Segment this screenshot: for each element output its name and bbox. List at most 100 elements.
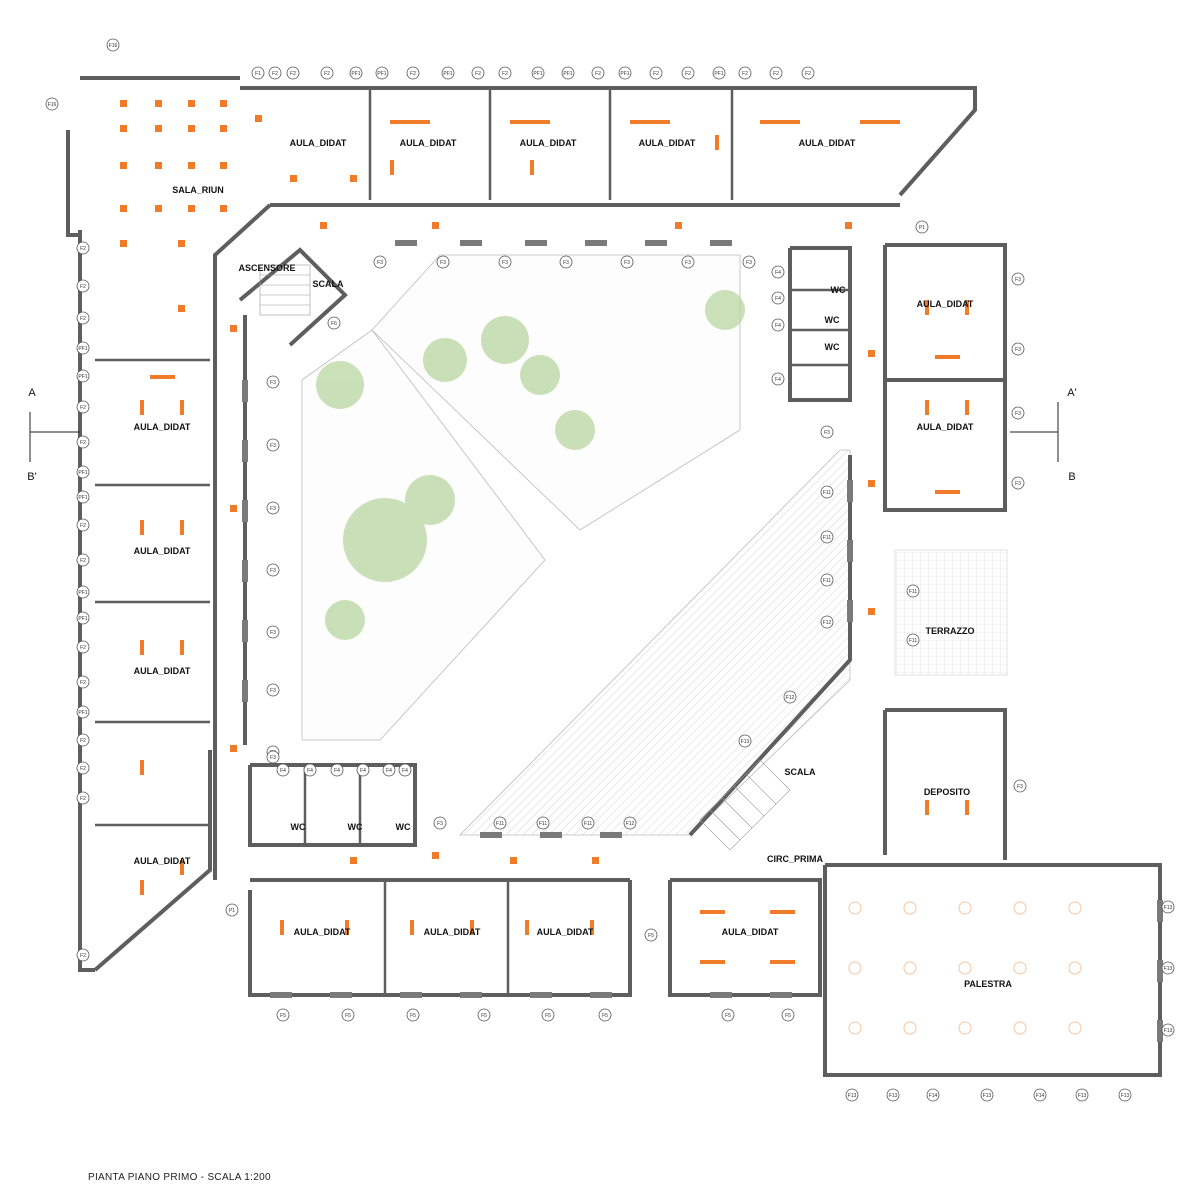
terrazzo-floor [894,549,1008,676]
room-scala-top: SCALA [313,279,344,289]
svg-text:F3: F3 [1015,411,1021,417]
svg-text:F3: F3 [270,688,276,694]
svg-text:F4: F4 [334,768,340,774]
svg-text:F3: F3 [440,260,446,266]
svg-text:F5: F5 [648,933,654,939]
room-aula-top-4: AULA_DIDAT [639,138,696,148]
svg-text:F3: F3 [270,755,276,761]
window-tag-f16-top: F16 [106,38,120,52]
svg-text:F12: F12 [626,821,635,827]
svg-text:PF1: PF1 [78,470,87,476]
svg-text:F11: F11 [539,821,547,827]
wall-details [95,88,850,995]
svg-text:F13: F13 [1164,966,1173,972]
window-tag-top-6: PF1 [375,66,389,80]
svg-text:F2: F2 [685,71,691,77]
window-tag-top-18: F2 [738,66,752,80]
svg-text:F4: F4 [775,323,781,329]
window-tag-left-17: F2 [76,733,90,747]
window-tag-top-20: F2 [801,66,815,80]
window-tag-p1-bottom: P1 [225,903,239,917]
svg-text:PF1: PF1 [533,71,542,77]
svg-text:F11: F11 [909,638,917,644]
room-aula-left-3: AULA_DIDAT [134,666,191,676]
svg-text:F14: F14 [1036,1093,1045,1099]
window-tag-f6: F6 [327,316,341,330]
window-tag-f11-terr-2: F11 [906,633,920,647]
window-tag-corridor-top-6: F3 [681,255,695,269]
svg-text:F2: F2 [805,71,811,77]
room-aula-left-1: AULA_DIDAT [134,422,191,432]
svg-text:F3: F3 [270,568,276,574]
svg-text:F3: F3 [1015,277,1021,283]
svg-text:F11: F11 [823,535,831,541]
window-tag-left-9: PF1 [76,490,90,504]
window-tag-top-17: PF1 [712,66,726,80]
svg-text:F2: F2 [272,71,278,77]
window-tag-bottom-court-2: F11 [493,816,507,830]
window-tag-left-2: F2 [76,279,90,293]
window-tag-inner-left-2: F3 [266,438,280,452]
section-a-prime: A' [1067,387,1076,399]
svg-text:F11: F11 [584,821,592,827]
room-scala-bottom: SCALA [785,767,816,777]
svg-text:F6: F6 [331,321,337,327]
window-tag-palestra-bottom-5: F14 [1033,1088,1047,1102]
svg-text:F13: F13 [1121,1093,1130,1099]
svg-text:F4: F4 [307,768,313,774]
window-tag-inner-right-3: F11 [820,530,834,544]
window-tag-palestra-bottom-1: F13 [845,1088,859,1102]
window-tag-left-20: F2 [76,948,90,962]
room-deposito: DEPOSITO [924,787,970,797]
window-tag-f13-stair: F13 [738,734,752,748]
svg-text:F5: F5 [345,1013,351,1019]
svg-text:F12: F12 [823,620,832,626]
window-tag-corridor-top-1: F3 [373,255,387,269]
window-tag-bottom-court-3: F11 [536,816,550,830]
room-aula-bottom-4: AULA_DIDAT [722,927,779,937]
svg-text:F2: F2 [80,796,86,802]
window-tag-left-19: F2 [76,791,90,805]
svg-text:F2: F2 [502,71,508,77]
svg-text:PF1: PF1 [78,616,87,622]
svg-text:PF1: PF1 [351,71,360,77]
svg-text:PF1: PF1 [563,71,572,77]
svg-text:F2: F2 [773,71,779,77]
room-aula-left-2: AULA_DIDAT [134,546,191,556]
palestra-lights [848,901,1082,1035]
window-tag-bottom-wc-5: F4 [382,763,396,777]
window-tag-corridor-top-5: F3 [620,255,634,269]
svg-text:P1: P1 [919,225,925,231]
svg-text:F13: F13 [889,1093,898,1099]
window-tag-top-9: F2 [471,66,485,80]
svg-text:F2: F2 [80,523,86,529]
window-tag-top-13: F2 [591,66,605,80]
room-aula-left-4: AULA_DIDAT [134,856,191,866]
section-marks [29,402,1059,462]
window-tag-top-8: PF1 [441,66,455,80]
window-tag-inner-left-8: F3 [266,750,280,764]
window-tag-left-14: F2 [76,640,90,654]
room-ascensore: ASCENSORE [238,263,295,273]
window-tag-palestra-right-1: F13 [1161,900,1175,914]
window-tag-top-19: F2 [769,66,783,80]
plan-caption: PIANTA PIANO PRIMO - SCALA 1:200 [88,1172,271,1183]
window-tag-top-1: F1 [251,66,265,80]
window-tag-top-14: PF1 [618,66,632,80]
courtyard [301,254,851,836]
svg-text:F2: F2 [80,316,86,322]
window-tag-left-11: F2 [76,553,90,567]
window-tag-left-10: F2 [76,518,90,532]
svg-text:F3: F3 [563,260,569,266]
svg-text:F3: F3 [502,260,508,266]
section-b-prime: B' [27,471,36,483]
room-aula-top-2: AULA_DIDAT [400,138,457,148]
window-tag-top-16: F2 [681,66,695,80]
svg-text:F2: F2 [475,71,481,77]
window-tag-left-4: PF1 [76,341,90,355]
svg-text:F2: F2 [80,953,86,959]
svg-text:F11: F11 [909,589,917,595]
window-tag-palestra-right-3: F13 [1161,1023,1175,1037]
